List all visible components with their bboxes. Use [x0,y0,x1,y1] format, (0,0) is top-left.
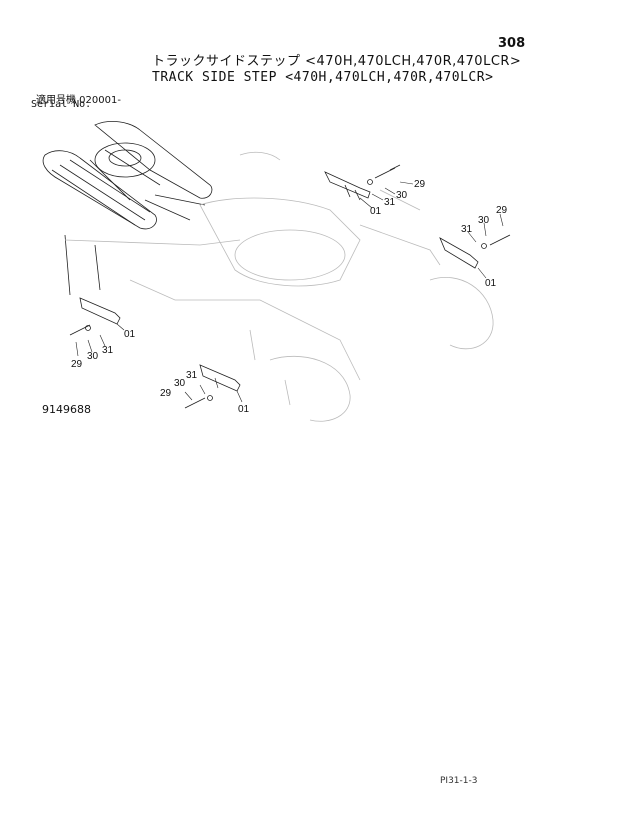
step-part-upper-right [324,164,401,201]
title-japanese: トラックサイドステップ <470H,470LCH,470R,470LCR> [152,54,522,69]
callout-30: 30 [87,351,99,362]
track-frame-drawing [42,120,213,296]
footer-code: PI31-1-3 [440,776,478,786]
step-part-far-right [439,234,511,269]
callout-31: 31 [186,370,198,381]
title-english: TRACK SIDE STEP <470H,470LCH,470R,470LCR… [152,70,494,85]
serial-label-japanese: 適用号機 020001- [36,95,121,106]
callout-01: 01 [238,404,250,415]
step-part-bottom [184,364,241,409]
step-part-left [69,297,121,336]
callout-31: 31 [384,197,396,208]
callout-30: 30 [174,378,186,389]
figure-number: 9149688 [42,403,91,416]
callout-30: 30 [478,215,490,226]
machine-body-drawing [64,151,494,422]
callout-29: 29 [71,359,83,370]
callout-29: 29 [160,388,172,399]
page-number: 308 [498,36,526,51]
serial-label-english: Serial No. [31,99,92,110]
callout-31: 31 [461,224,473,235]
callout-31: 31 [102,345,114,356]
callout-01: 01 [370,206,382,217]
callout-29: 29 [496,205,508,216]
callout-29: 29 [414,179,426,190]
callout-leaders [75,181,504,403]
callout-01: 01 [124,329,136,340]
callout-01: 01 [485,278,497,289]
callout-30: 30 [396,190,408,201]
